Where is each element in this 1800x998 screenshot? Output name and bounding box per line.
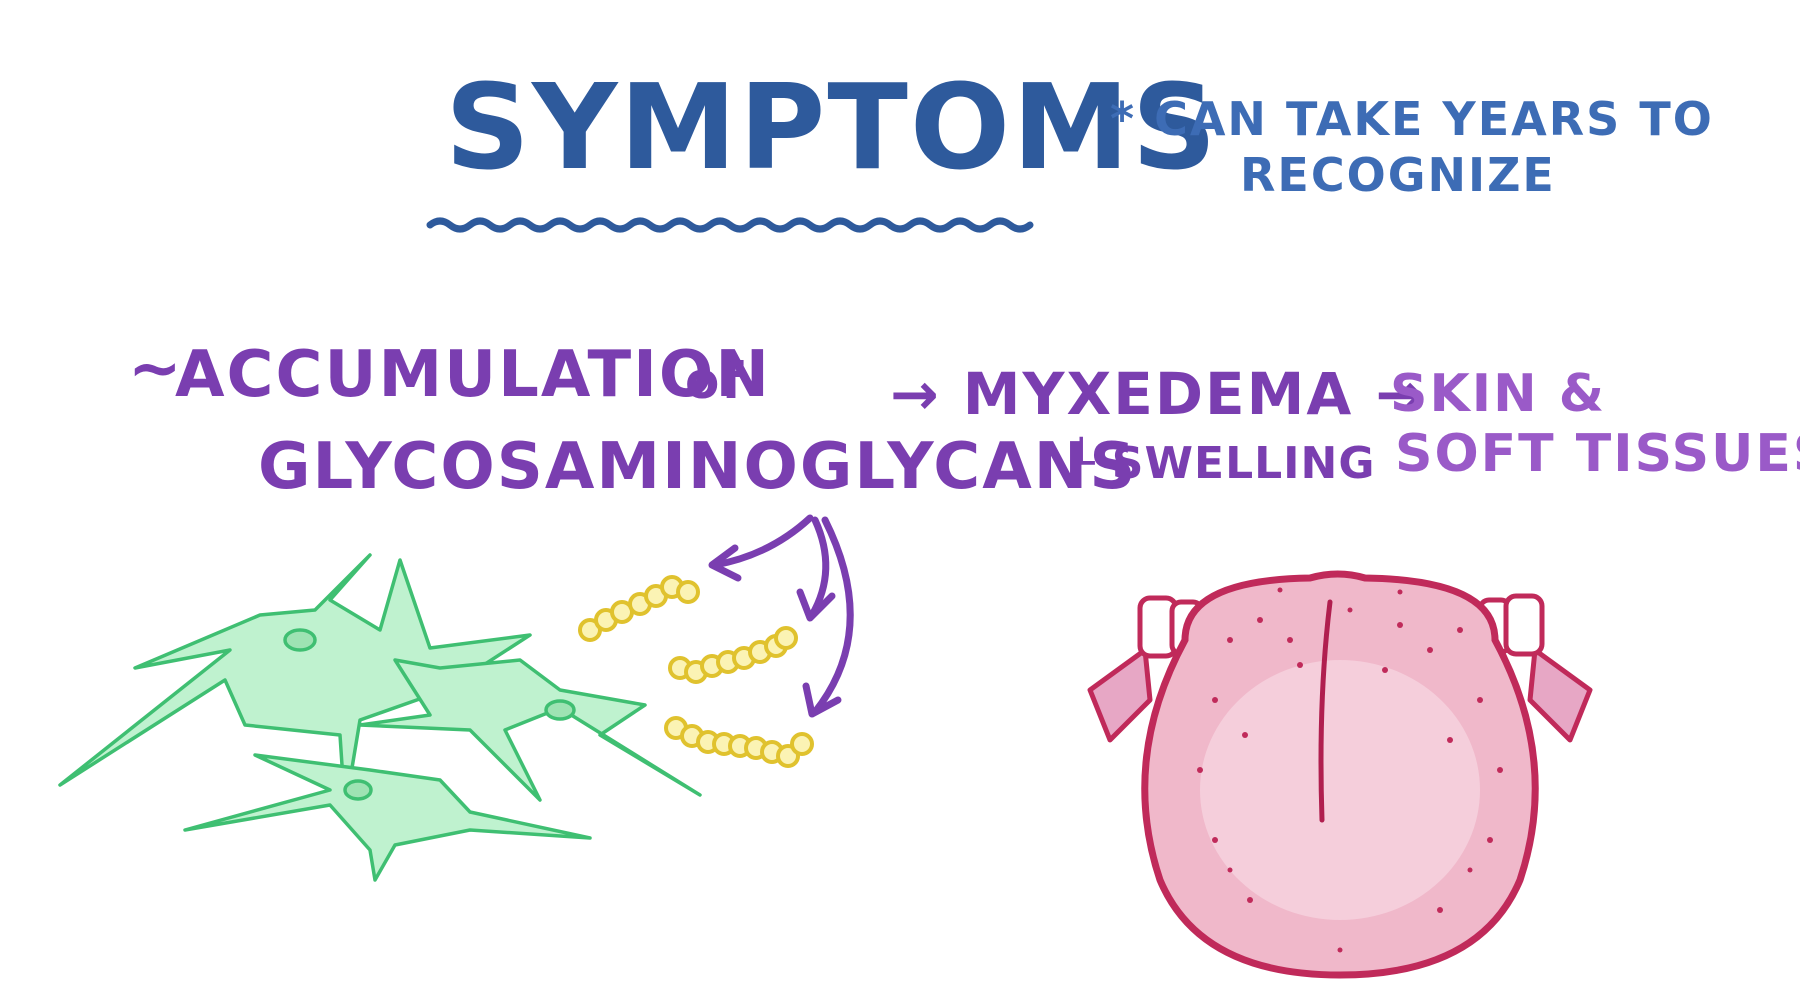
title-underline (426, 217, 1034, 233)
myxedema-label: → Myxedema → (890, 360, 1427, 428)
soft-tissues-label: Soft tissues (1395, 424, 1800, 484)
swelling-label: └ Swelling (1068, 438, 1376, 489)
curved-arrows (708, 514, 854, 718)
tongue-illustration (1087, 570, 1593, 979)
note-line-2: recognize (1240, 148, 1556, 202)
skin-label: Skin & (1390, 364, 1607, 424)
note-line-1: * Can take years to (1110, 92, 1714, 146)
gag-chain-icon (578, 575, 814, 768)
glycosaminoglycans-label: Glycosaminoglycans (258, 430, 1138, 504)
title: Symptoms (445, 58, 1219, 196)
fibroblast-cell-icon (58, 553, 702, 882)
of-label: of (685, 352, 746, 410)
tilde-mark: ~ (128, 332, 184, 406)
accumulation-label: Accumulation (175, 338, 771, 412)
